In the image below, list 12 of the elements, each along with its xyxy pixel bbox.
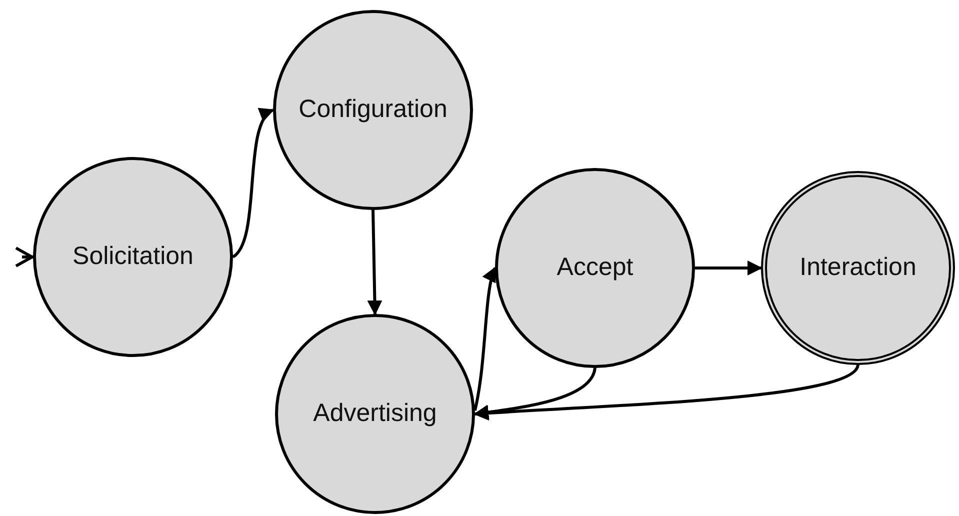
- arrow: [695, 260, 762, 276]
- state-label: Solicitation: [72, 241, 194, 272]
- arrow: [473, 266, 498, 411]
- arrow: [367, 210, 382, 316]
- state-label: Interaction: [800, 252, 916, 284]
- arrow: [232, 108, 274, 258]
- state-label: Accept: [556, 252, 634, 284]
- arrow: [474, 364, 860, 421]
- state-label: Advertising: [313, 398, 437, 430]
- state-label: Configuration: [298, 94, 448, 126]
- arrow: [474, 368, 596, 420]
- start-arrow: [14, 246, 34, 268]
